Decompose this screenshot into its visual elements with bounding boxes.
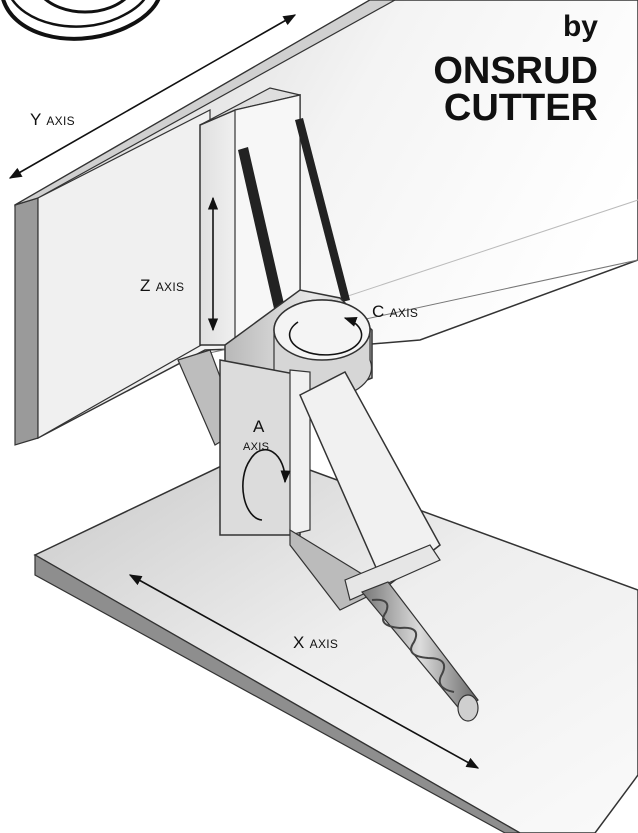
c-axis-rotation-arrow — [288, 317, 363, 356]
x-axis-label: X axis — [293, 633, 339, 652]
z-axis-label: Z axis — [140, 276, 185, 295]
a-axis-label-letter: A — [253, 417, 265, 436]
header-by: by — [562, 10, 598, 43]
x-axis-arrow — [128, 574, 480, 769]
header-brand-line2: CUTTER — [443, 87, 598, 129]
a-axis-rotation-arrow — [242, 448, 291, 521]
c-axis-label: C axis — [372, 302, 419, 321]
a-axis-label-word: axis — [243, 437, 270, 454]
onsrud-logo-icon — [1, 0, 161, 41]
y-axis-label: Y axis — [30, 110, 75, 129]
header-brand-line1: ONSRUD — [433, 50, 598, 92]
y-axis-arrow — [8, 14, 297, 179]
